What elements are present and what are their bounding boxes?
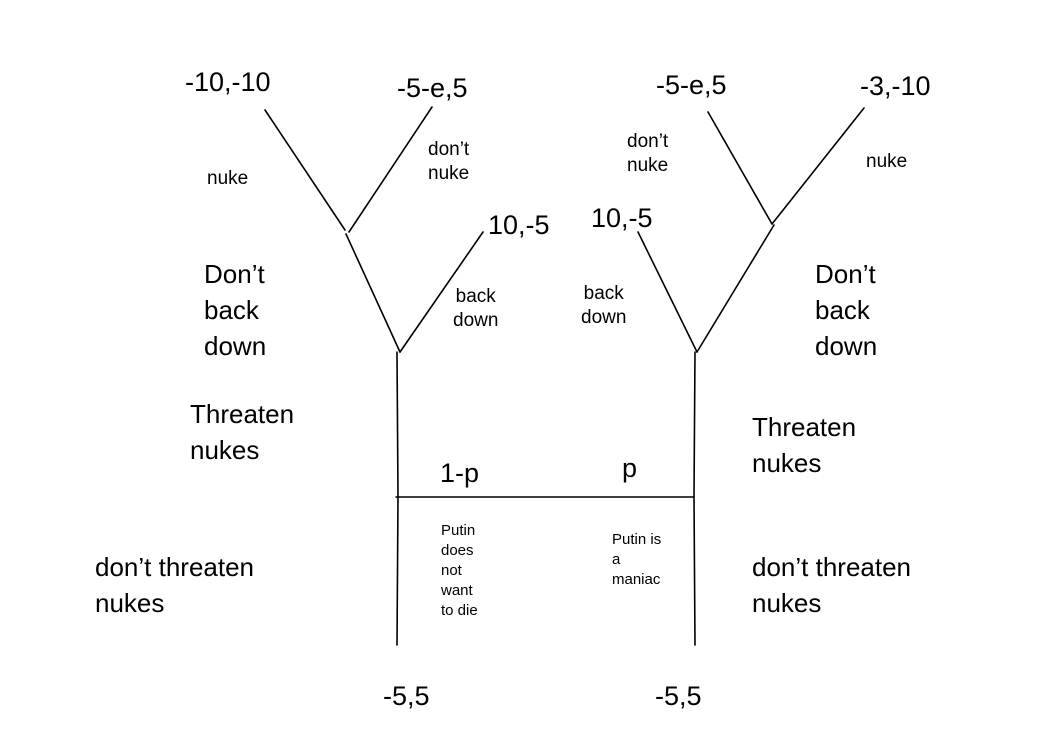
action-left-dont-back-down: Don’t back down	[204, 259, 267, 361]
left-trunk-lower	[396, 496, 399, 646]
payoff-right-back-down: 10,-5	[591, 203, 653, 233]
action-right-dont-back-down: Don’t back down	[815, 259, 878, 361]
payoff-left-back-down: 10,-5	[488, 210, 550, 240]
chance-prob-left: 1-p	[440, 458, 480, 488]
right-back-down-branch	[637, 231, 698, 353]
action-right-dont-threaten: don’t threaten nukes	[752, 552, 912, 618]
left-back-down-branch	[399, 231, 484, 353]
type-left-label: Putin does not want to die	[441, 522, 478, 619]
left-trunk-upper	[396, 351, 399, 498]
payoff-right-no-threat: -5,5	[655, 681, 702, 711]
action-left-dont-threaten: don’t threaten nukes	[95, 552, 255, 618]
type-right-label: Putin is a maniac	[612, 531, 662, 588]
action-left-back-down: back down	[453, 286, 499, 331]
right-trunk-upper	[693, 351, 696, 498]
action-left-threaten: Threaten nukes	[190, 399, 295, 465]
payoff-left-dont-nuke: -5-e,5	[397, 73, 468, 103]
payoff-right-dont-nuke: -5-e,5	[656, 70, 727, 100]
action-left-nuke: nuke	[207, 168, 249, 189]
payoff-left-nuke: -10,-10	[185, 67, 271, 97]
chance-prob-right: p	[622, 453, 638, 483]
action-right-threaten: Threaten nukes	[752, 412, 857, 478]
payoff-left-no-threat: -5,5	[383, 681, 430, 711]
action-left-dont-nuke: don’t nuke	[428, 139, 470, 184]
left-dont-nuke-branch	[348, 106, 433, 233]
action-right-back-down: back down	[581, 283, 627, 328]
right-dont-back-down-branch	[696, 224, 775, 353]
right-dont-nuke-branch	[707, 111, 773, 225]
payoff-right-nuke: -3,-10	[860, 71, 931, 101]
action-right-dont-nuke: don’t nuke	[627, 131, 669, 176]
right-trunk-lower	[693, 496, 696, 646]
action-right-nuke: nuke	[866, 151, 908, 172]
left-nuke-branch	[264, 109, 346, 231]
left-dont-back-down-branch	[345, 233, 401, 353]
right-nuke-branch	[771, 107, 865, 225]
